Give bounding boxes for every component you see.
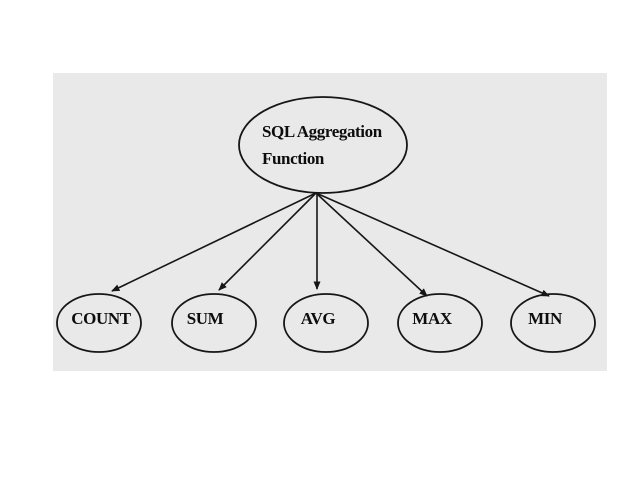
root-node-ellipse xyxy=(238,96,408,194)
sql-aggregation-diagram: SQL Aggregation Function COUNT SUM AVG M… xyxy=(56,96,596,353)
diagram-panel: SQL Aggregation Function COUNT SUM AVG M… xyxy=(53,73,607,371)
node-sum-label: SUM xyxy=(187,309,224,328)
node-sum-ellipse xyxy=(171,293,257,353)
node-avg-label: AVG xyxy=(301,309,336,328)
arrow-to-max xyxy=(315,192,428,297)
node-min-label: MIN xyxy=(528,309,563,328)
arrow-to-min xyxy=(315,192,550,297)
arrow-to-count xyxy=(111,192,317,292)
node-min-ellipse xyxy=(510,293,596,353)
node-max-ellipse xyxy=(397,293,483,353)
root-node-label-line2: Function xyxy=(262,149,325,168)
root-node-label-line1: SQL Aggregation xyxy=(262,122,383,141)
node-max-label: MAX xyxy=(412,309,453,328)
node-count-label: COUNT xyxy=(71,309,131,328)
node-avg-ellipse xyxy=(283,293,369,353)
arrow-to-sum xyxy=(218,192,317,291)
node-count-ellipse xyxy=(56,293,142,353)
